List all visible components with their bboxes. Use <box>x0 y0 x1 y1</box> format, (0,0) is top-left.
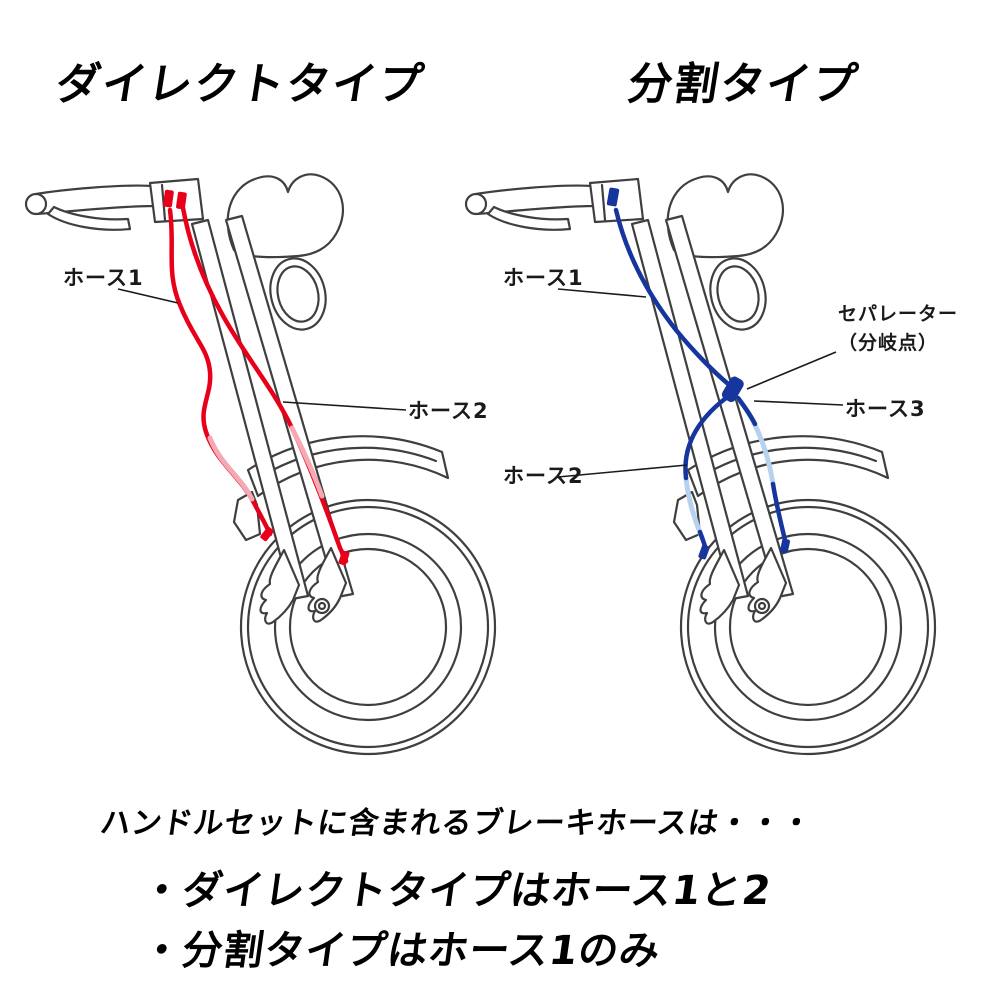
direct-hose-2 <box>180 205 349 564</box>
leader-separator <box>746 351 837 390</box>
split-fitting-master <box>606 187 620 207</box>
label-right-hose1: ホース1 <box>503 266 584 290</box>
direct-hose-1 <box>167 207 273 537</box>
footer-bullet-direct: ・ダイレクトタイプはホース1と2 <box>138 868 775 914</box>
split-fitting-caliper-1 <box>698 544 710 560</box>
leader-right-hose3 <box>753 400 844 406</box>
label-separator-line1: セパレーター <box>838 303 959 325</box>
footer-heading: ハンドルセットに含まれるブレーキホースは・・・ <box>98 806 815 841</box>
split-hose-fittings <box>606 187 790 560</box>
direct-fitting-caliper-1 <box>260 526 274 542</box>
label-separator: セパレーター （分岐点） <box>838 300 958 359</box>
split-fitting-caliper-2 <box>780 538 790 554</box>
direct-hoses-hidden-segments <box>207 425 325 502</box>
direct-hose-1-behind-fender <box>207 435 255 502</box>
title-direct-type: ダイレクトタイプ <box>52 59 429 110</box>
direct-fitting-master <box>163 189 174 208</box>
label-right-hose3: ホース3 <box>845 397 926 421</box>
leader-left-hose1 <box>117 288 179 304</box>
split-hose-1 <box>613 207 730 386</box>
label-leader-lines <box>117 288 844 478</box>
title-split-type: 分割タイプ <box>624 59 863 110</box>
split-separator <box>721 376 744 403</box>
direct-fitting-caliper-2 <box>338 550 350 566</box>
label-left-hose2: ホース2 <box>408 399 489 423</box>
leader-left-hose2 <box>282 401 407 411</box>
direct-fitting-master-2 <box>176 191 187 210</box>
split-hose-2 <box>683 395 729 481</box>
split-hose-3-stub <box>735 395 758 427</box>
direct-hoses <box>167 205 349 564</box>
label-left-hose1: ホース1 <box>63 266 144 290</box>
leader-right-hose1 <box>557 288 647 298</box>
label-right-hose2: ホース2 <box>503 464 584 488</box>
direct-hose-fittings <box>163 189 350 566</box>
label-separator-line2: （分岐点） <box>838 332 939 355</box>
footer-bullet-split: ・分割タイプはホース1のみ <box>138 928 664 974</box>
leader-right-hose2 <box>557 464 688 478</box>
direct-hose-2-behind-fender <box>289 425 325 499</box>
